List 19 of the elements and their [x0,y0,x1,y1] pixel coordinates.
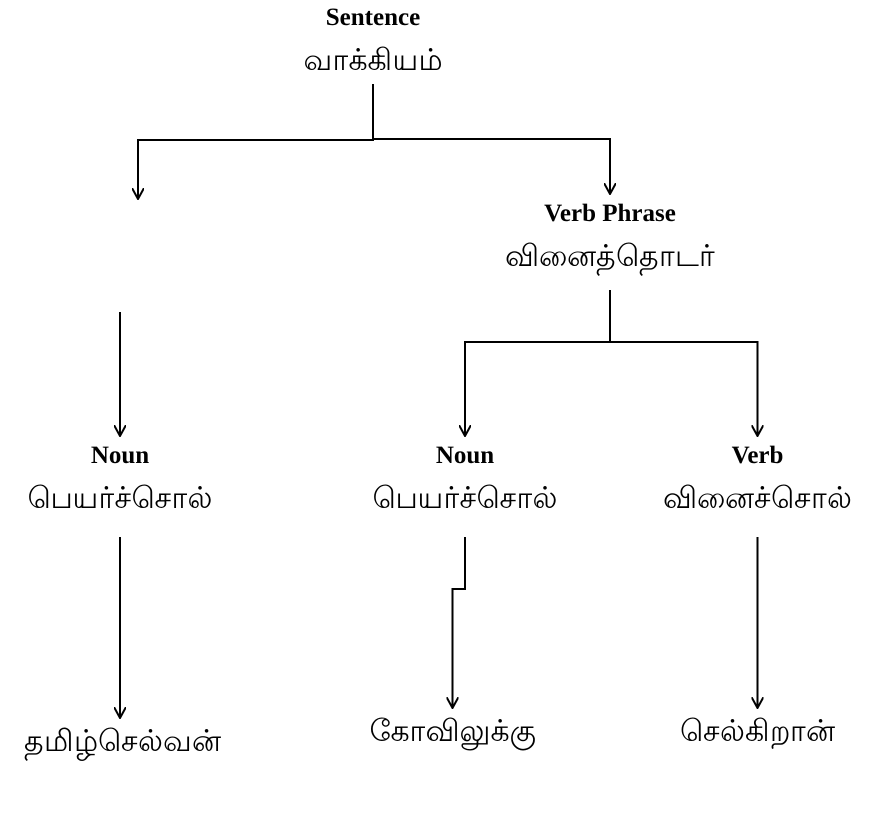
tamil-term: பெயர்ச்சொல் [372,480,558,518]
tamil-term: வினைத்தொடர் [505,236,715,277]
tamil-term: செல்கிறான் [680,713,835,751]
english-term: Sentence [326,3,420,33]
arrow [372,84,617,195]
arrow [113,312,127,437]
english-term: Noun [90,441,150,471]
tamil-term: வாக்கியம் [304,42,442,80]
english-term: Verb Phrase [544,199,676,229]
english-term: Verb [732,441,784,471]
arrow [750,537,764,709]
tamil-term: பெயர்ச்சொல் [28,480,212,518]
tamil-term: தமிழ்செல்வன் [24,723,221,762]
english-term: Noun [436,441,494,471]
tamil-term: வினைச்சொல் [663,480,852,518]
arrow [609,290,764,437]
arrow [113,537,127,719]
tamil-term: கோவிலுக்கு [370,713,536,752]
arrow [446,537,466,709]
